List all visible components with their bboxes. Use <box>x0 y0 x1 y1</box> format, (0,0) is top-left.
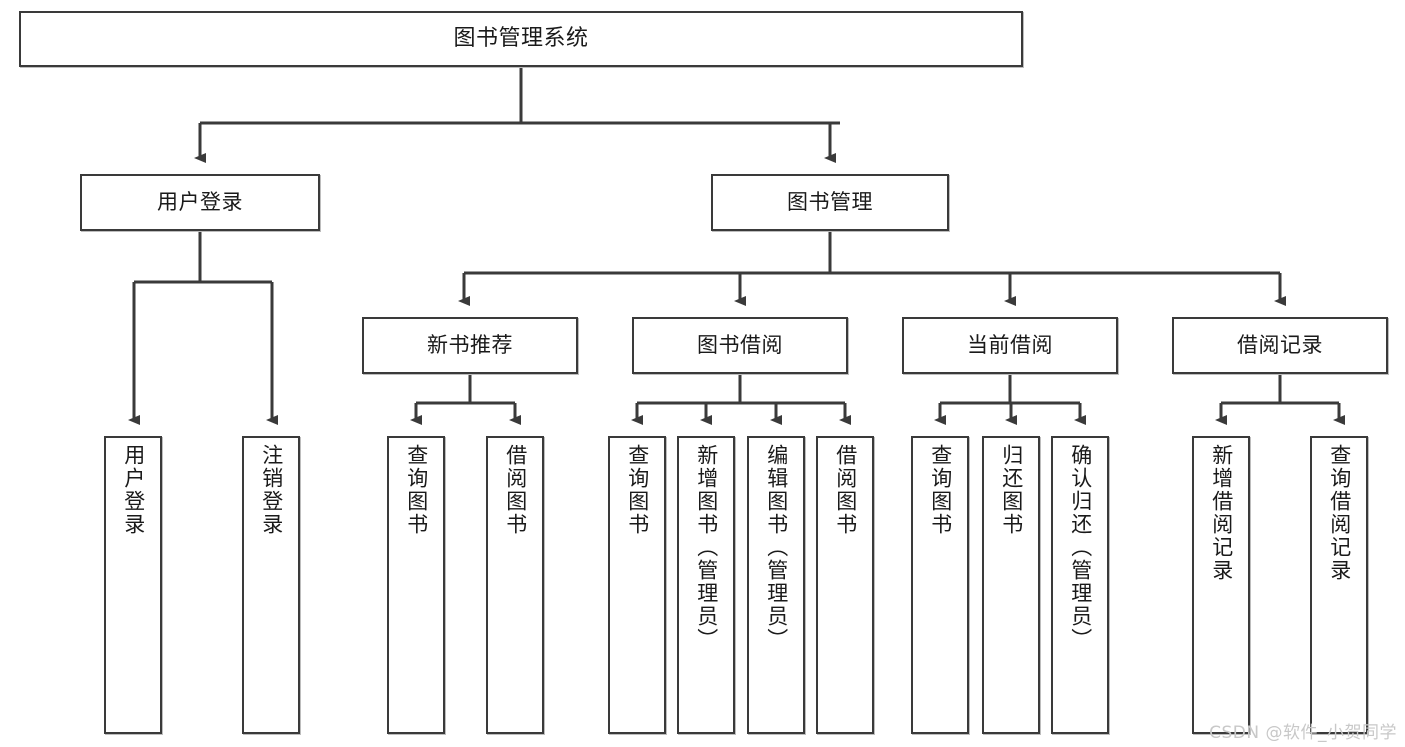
leaf-query-book-1[interactable]: 查询图书 <box>387 436 445 734</box>
leaf-user-login[interactable]: 用户登录 <box>104 436 162 734</box>
node-book-manage-label: 图书管理 <box>787 190 873 215</box>
node-book-manage[interactable]: 图书管理 <box>711 174 949 231</box>
leaf-query-book-3-label: 查询图书 <box>928 444 953 536</box>
node-book-borrow[interactable]: 图书借阅 <box>632 317 848 374</box>
node-borrow-record-label: 借阅记录 <box>1237 333 1323 358</box>
node-user-login[interactable]: 用户登录 <box>80 174 320 231</box>
leaf-edit-book[interactable]: 编辑图书（管理员） <box>747 436 805 734</box>
leaf-return-book-label: 归还图书 <box>999 444 1024 536</box>
node-root[interactable]: 图书管理系统 <box>19 11 1023 67</box>
leaf-borrow-book-2[interactable]: 借阅图书 <box>816 436 874 734</box>
leaf-query-record-label: 查询借阅记录 <box>1327 444 1352 582</box>
leaf-query-book-3[interactable]: 查询图书 <box>911 436 969 734</box>
node-borrow-record[interactable]: 借阅记录 <box>1172 317 1388 374</box>
leaf-query-book-1-label: 查询图书 <box>404 444 429 536</box>
node-new-book-rec-label: 新书推荐 <box>427 333 513 358</box>
leaf-query-record[interactable]: 查询借阅记录 <box>1310 436 1368 734</box>
leaf-add-book-label: 新增图书（管理员） <box>694 444 719 651</box>
leaf-logout-label: 注销登录 <box>259 444 284 536</box>
leaf-logout[interactable]: 注销登录 <box>242 436 300 734</box>
leaf-confirm-return[interactable]: 确认归还（管理员） <box>1051 436 1109 734</box>
leaf-borrow-book-1[interactable]: 借阅图书 <box>486 436 544 734</box>
leaf-add-book[interactable]: 新增图书（管理员） <box>677 436 735 734</box>
leaf-query-book-2[interactable]: 查询图书 <box>608 436 666 734</box>
node-new-book-rec[interactable]: 新书推荐 <box>362 317 578 374</box>
csdn-watermark: CSDN @软件_小贺同学 <box>1209 723 1397 743</box>
leaf-query-book-2-label: 查询图书 <box>625 444 650 536</box>
leaf-add-record[interactable]: 新增借阅记录 <box>1192 436 1250 734</box>
leaf-return-book[interactable]: 归还图书 <box>982 436 1040 734</box>
leaf-edit-book-label: 编辑图书（管理员） <box>764 444 789 651</box>
node-book-borrow-label: 图书借阅 <box>697 333 783 358</box>
leaf-borrow-book-2-label: 借阅图书 <box>833 444 858 536</box>
leaf-user-login-label: 用户登录 <box>121 444 146 536</box>
node-root-label: 图书管理系统 <box>453 26 589 52</box>
node-current-borrow-label: 当前借阅 <box>967 333 1053 358</box>
leaf-borrow-book-1-label: 借阅图书 <box>503 444 528 536</box>
leaf-confirm-return-label: 确认归还（管理员） <box>1068 444 1093 651</box>
node-current-borrow[interactable]: 当前借阅 <box>902 317 1118 374</box>
node-user-login-label: 用户登录 <box>157 190 243 215</box>
leaf-add-record-label: 新增借阅记录 <box>1209 444 1234 582</box>
